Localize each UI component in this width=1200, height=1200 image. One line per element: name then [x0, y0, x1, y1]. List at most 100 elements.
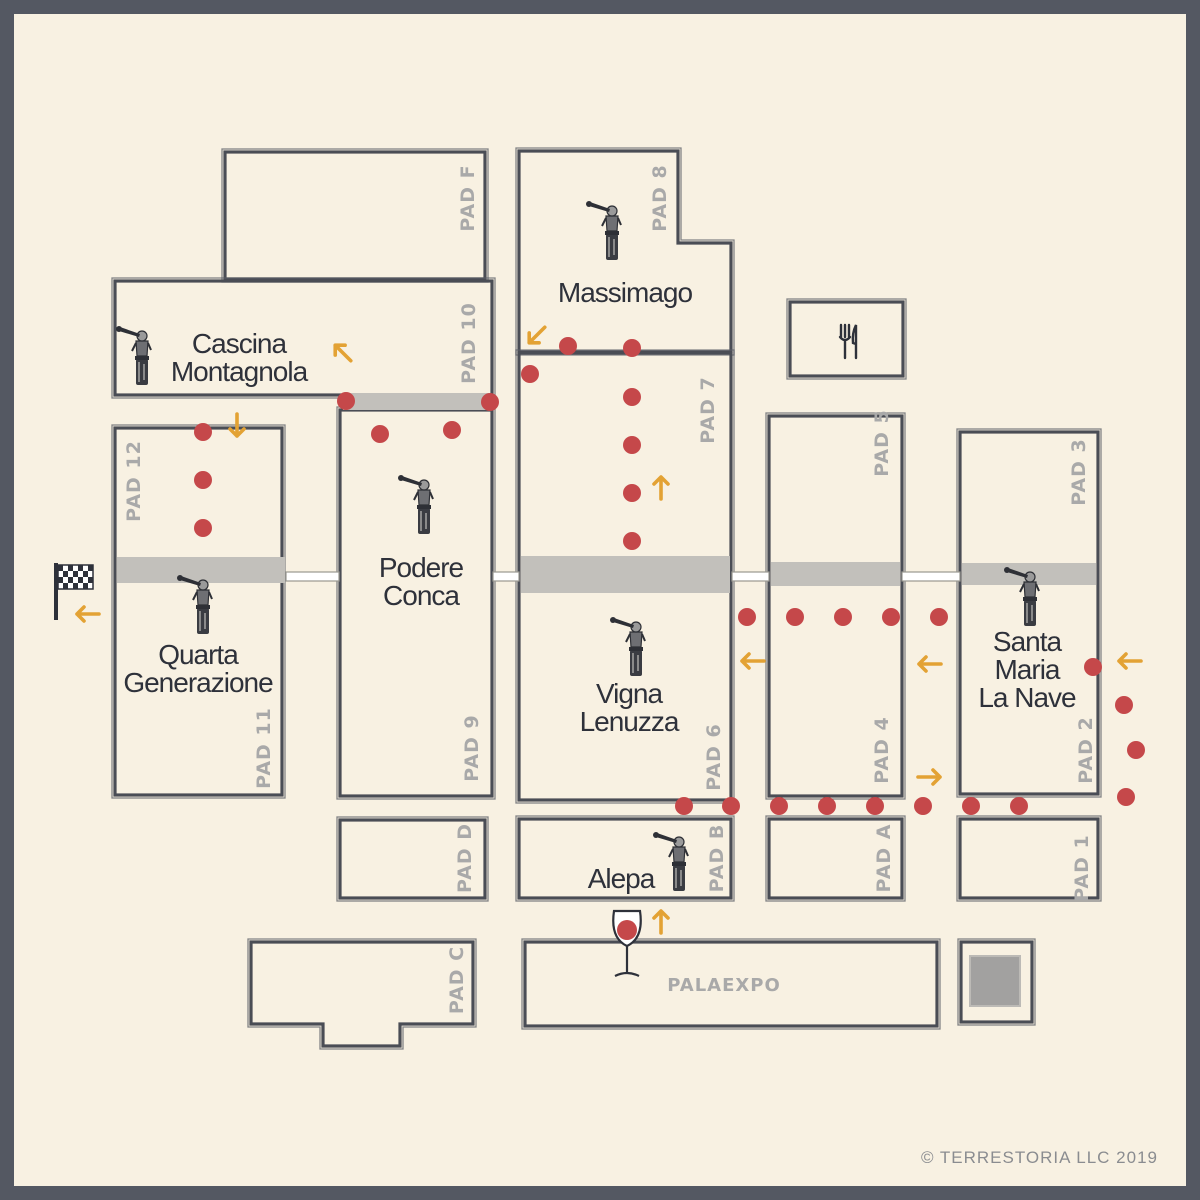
copyright-text: © TERRESTORIA LLC 2019: [921, 1148, 1158, 1167]
pad-b-label: PAD B: [706, 824, 728, 893]
palaexpo-label: PALAEXPO: [667, 975, 781, 996]
podere-line-2: Conca: [383, 580, 460, 611]
pad-d-label: PAD D: [454, 823, 476, 893]
pad-3-label: PAD 3: [1068, 438, 1090, 506]
pad-6-label: PAD 6: [703, 723, 725, 791]
arrow-left-icon: [740, 652, 766, 670]
pavilion-pad-10[interactable]: PAD 10: [111, 277, 496, 399]
pavilion-pad-5-4[interactable]: PAD 5 PAD 4: [765, 409, 906, 800]
santa-line-3: La Nave: [978, 682, 1076, 713]
winery-cascina-montagnola[interactable]: Cascina Montagnola: [171, 328, 310, 387]
route-dot: [623, 532, 641, 550]
arrow-down-left-icon: [527, 325, 547, 345]
palaexpo-building[interactable]: PALAEXPO: [521, 938, 941, 1030]
route-dot: [1117, 788, 1135, 806]
pavilion-pad-8[interactable]: PAD 8: [515, 147, 735, 356]
venue-map: PAD F PAD 8 PAD 10 PAD 12 PAD 11: [54, 147, 1158, 1167]
route-dot: [371, 425, 389, 443]
pad-f-label: PAD F: [457, 164, 479, 231]
pad-8-label: PAD 8: [649, 164, 671, 232]
arrow-up-icon: [652, 475, 670, 501]
pad-c-label: PAD C: [446, 946, 468, 1014]
route-dot: [882, 608, 900, 626]
cascina-line-2: Montagnola: [171, 356, 309, 387]
pad-5-label: PAD 5: [871, 409, 893, 477]
pavilion-pad-f[interactable]: PAD F: [221, 148, 489, 283]
pad-1-label: PAD 1: [1071, 834, 1093, 902]
fork-knife-icon: [838, 323, 858, 360]
arrow-left-icon: [1117, 652, 1143, 670]
winery-santa-maria-la-nave[interactable]: Santa Maria La Nave: [978, 626, 1077, 713]
winery-vigna-lenuzza[interactable]: Vigna Lenuzza: [580, 678, 681, 737]
pavilion-pad-b[interactable]: PAD B: [515, 815, 735, 902]
route-dot: [722, 797, 740, 815]
cascina-montagnola-marker-icon: [115, 325, 152, 386]
pad-a-label: PAD A: [873, 824, 895, 893]
pad-12-label: PAD 12: [123, 440, 145, 522]
route-dot: [675, 797, 693, 815]
route-dot: [623, 484, 641, 502]
pavilion-pad-d[interactable]: PAD D: [336, 816, 489, 902]
route-dot: [770, 797, 788, 815]
winery-alepa[interactable]: Alepa: [588, 863, 657, 894]
cascina-line-1: Cascina: [192, 328, 288, 359]
checkered-flag-icon: [54, 563, 94, 620]
pad-10-label: PAD 10: [458, 302, 480, 384]
podere-line-1: Podere: [379, 552, 464, 583]
route-dot: [194, 423, 212, 441]
route-dot: [443, 421, 461, 439]
route-dot: [559, 337, 577, 355]
pavilion-pad-1[interactable]: PAD 1: [956, 815, 1102, 902]
santa-line-2: Maria: [994, 654, 1060, 685]
route-dot: [194, 519, 212, 537]
route-dot: [194, 471, 212, 489]
winery-podere-conca[interactable]: Podere Conca: [379, 552, 465, 611]
route-dot: [623, 388, 641, 406]
route-dot: [623, 436, 641, 454]
route-dot: [786, 608, 804, 626]
pavilion-pad-3-2[interactable]: PAD 3 PAD 2: [956, 428, 1102, 798]
vigna-line-2: Lenuzza: [580, 706, 680, 737]
route-dots: [194, 337, 1145, 815]
buildings: PAD F PAD 8 PAD 10 PAD 12 PAD 11: [111, 147, 1102, 1050]
pad-4-label: PAD 4: [871, 716, 893, 784]
pavilion-pad-a[interactable]: PAD A: [765, 815, 906, 902]
pavilion-pad-12-11[interactable]: PAD 12 PAD 11: [111, 424, 286, 799]
wine-glass-icon: [612, 909, 642, 977]
pad-2-label: PAD 2: [1075, 716, 1097, 784]
corridors: [117, 393, 1096, 593]
arrow-down-icon: [228, 412, 246, 438]
route-dot: [1127, 741, 1145, 759]
route-dot: [962, 797, 980, 815]
route-dot: [866, 797, 884, 815]
winery-labels: Massimago Cascina Montagnola Podere Conc…: [123, 277, 1077, 894]
podere-conca-marker-icon: [397, 474, 434, 535]
pavilion-pad-c[interactable]: PAD C: [247, 938, 477, 1050]
route-dot: [521, 365, 539, 383]
arrow-up-left-icon: [333, 343, 353, 363]
quarta-line-2: Generazione: [123, 667, 273, 698]
route-dot: [1084, 658, 1102, 676]
arrow-right-icon: [916, 768, 942, 786]
map-canvas: PAD F PAD 8 PAD 10 PAD 12 PAD 11: [14, 14, 1186, 1186]
restaurant-building[interactable]: [786, 298, 907, 380]
route-dot: [818, 797, 836, 815]
massimago-marker-icon: [585, 200, 622, 261]
vigna-lenuzza-marker-icon: [609, 616, 646, 677]
quarta-generazione-marker-icon: [176, 574, 213, 635]
service-building[interactable]: [957, 938, 1036, 1026]
vigna-line-1: Vigna: [596, 678, 664, 709]
pad-9-label: PAD 9: [461, 714, 483, 782]
arrow-up-icon: [652, 909, 670, 935]
winery-massimago[interactable]: Massimago: [558, 277, 694, 308]
arrow-left-icon: [75, 605, 101, 623]
route-dot: [738, 608, 756, 626]
pad-7-label: PAD 7: [697, 376, 719, 444]
direction-arrows: [75, 325, 1143, 935]
route-dot: [623, 339, 641, 357]
route-dot: [1115, 696, 1133, 714]
winery-quarta-generazione[interactable]: Quarta Generazione: [123, 639, 274, 698]
route-dot: [481, 393, 499, 411]
arrow-left-icon: [917, 655, 943, 673]
alepa-marker-icon: [652, 831, 689, 892]
